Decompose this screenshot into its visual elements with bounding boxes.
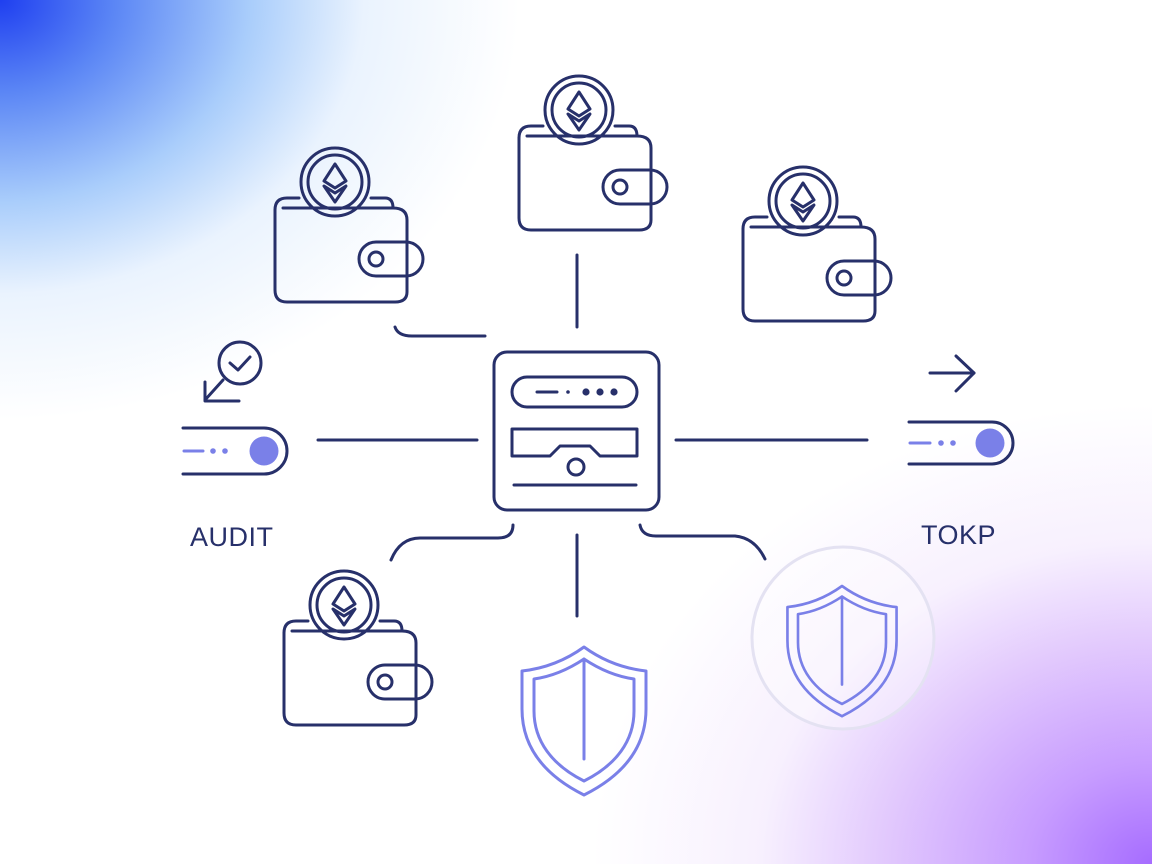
tokp-label: TOKP <box>921 520 997 550</box>
arrow-right-icon <box>928 354 976 393</box>
tokp-toggle[interactable] <box>907 420 1015 466</box>
connector-bottom-right <box>638 523 767 561</box>
wallet-eth-top-center <box>517 74 669 232</box>
server-terminal-icon <box>492 350 661 512</box>
wallet-eth-top-right <box>741 165 893 323</box>
wallet-eth-bottom-left <box>282 569 434 727</box>
audit-toggle[interactable] <box>181 426 289 476</box>
connector-top-left <box>393 325 487 338</box>
audit-label: AUDIT <box>190 522 274 552</box>
connector-bottom-left <box>389 523 515 562</box>
shield-bottom-center <box>520 645 648 797</box>
wallet-eth-top-left <box>273 146 425 304</box>
connectors <box>316 253 869 618</box>
check-arrow-icon <box>203 340 263 403</box>
